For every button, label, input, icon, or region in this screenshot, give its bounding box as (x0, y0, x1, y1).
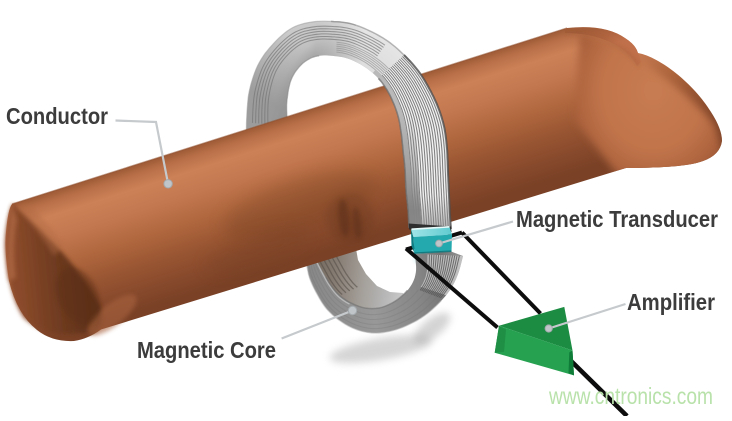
svg-text:Conductor: Conductor (6, 103, 108, 129)
svg-text:Amplifier: Amplifier (627, 289, 715, 315)
svg-text:Magnetic Transducer: Magnetic Transducer (516, 206, 718, 232)
svg-text:Magnetic Core: Magnetic Core (137, 337, 276, 363)
svg-text:www.cntronics.com: www.cntronics.com (548, 383, 713, 409)
